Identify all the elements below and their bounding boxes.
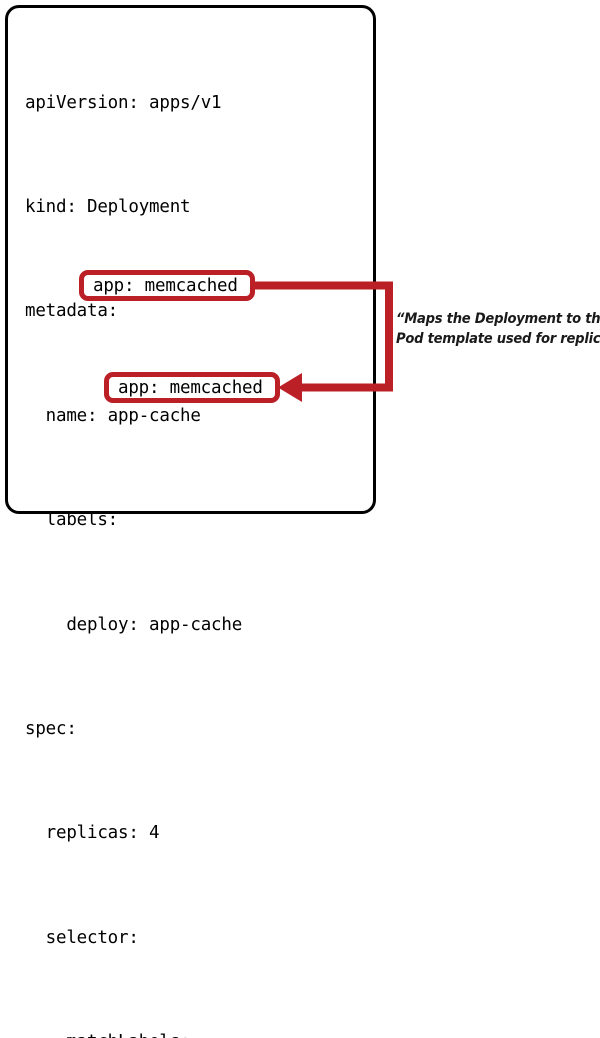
- highlight-template-label: app: memcached: [104, 372, 280, 403]
- highlight-template-text: app: memcached: [118, 377, 263, 398]
- code-line: replicas: 4: [25, 823, 160, 844]
- yaml-code-block: apiVersion: apps/v1 kind: Deployment met…: [25, 16, 345, 1038]
- code-line: kind: Deployment: [25, 196, 191, 217]
- code-line: spec:: [25, 718, 77, 739]
- annotation-line-1: “Maps the Deployment to the: [396, 310, 600, 327]
- code-line: metadata:: [25, 301, 119, 322]
- code-line: name: app-cache: [25, 405, 201, 426]
- code-line: deploy: app-cache: [25, 614, 243, 635]
- highlight-selector-text: app: memcached: [93, 275, 238, 296]
- code-line: matchLabels:: [25, 1025, 345, 1038]
- annotation-line-2: Pod template used for replicas”: [396, 329, 600, 347]
- code-line: apiVersion: apps/v1: [25, 92, 222, 113]
- yaml-manifest-panel: apiVersion: apps/v1 kind: Deployment met…: [5, 5, 376, 1038]
- highlight-selector-match-label: app: memcached: [79, 270, 255, 301]
- code-line: selector:: [25, 927, 139, 948]
- annotation-caption: “Maps the Deployment to the Pod template…: [396, 309, 600, 348]
- code-line: labels:: [25, 510, 119, 531]
